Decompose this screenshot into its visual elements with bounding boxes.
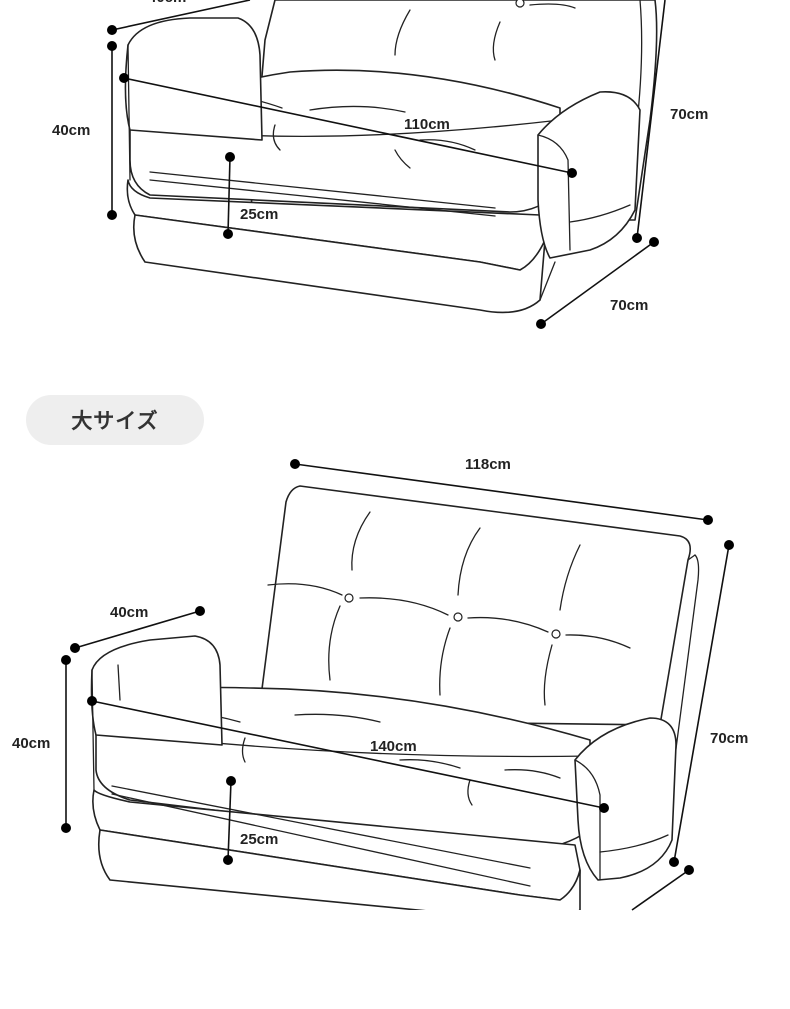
large-back-width-label: 118cm	[465, 456, 511, 473]
small-seat-height-label: 25cm	[240, 206, 278, 223]
large-arm-depth-label: 40cm	[110, 604, 148, 621]
small-arm-height-label: 40cm	[52, 122, 90, 139]
size-badge-label: 大サイズ	[71, 409, 159, 433]
small-top-cut-label: 40cm	[148, 0, 186, 6]
small-back-height-label: 70cm	[670, 106, 708, 123]
small-depth-label: 70cm	[610, 297, 648, 314]
size-badge: 大サイズ	[26, 395, 204, 445]
large-seat-height-label: 25cm	[240, 831, 278, 848]
small-seat-width-label: 110cm	[404, 116, 450, 133]
large-seat-width-label: 140cm	[370, 738, 417, 755]
small-sofa-illustration	[124, 0, 658, 314]
small-dimensions: 40cm 40cm 110cm 25cm 70cm 70cm	[52, 0, 708, 329]
dimension-endpoint	[107, 25, 117, 35]
large-dimensions: 118cm 40cm 40cm 140cm 25cm 70cm	[12, 456, 748, 911]
large-back-height-label: 70cm	[710, 730, 748, 747]
bottom-whitespace	[0, 910, 790, 1009]
large-sofa-illustration	[90, 485, 700, 923]
large-arm-height-label: 40cm	[12, 735, 50, 752]
